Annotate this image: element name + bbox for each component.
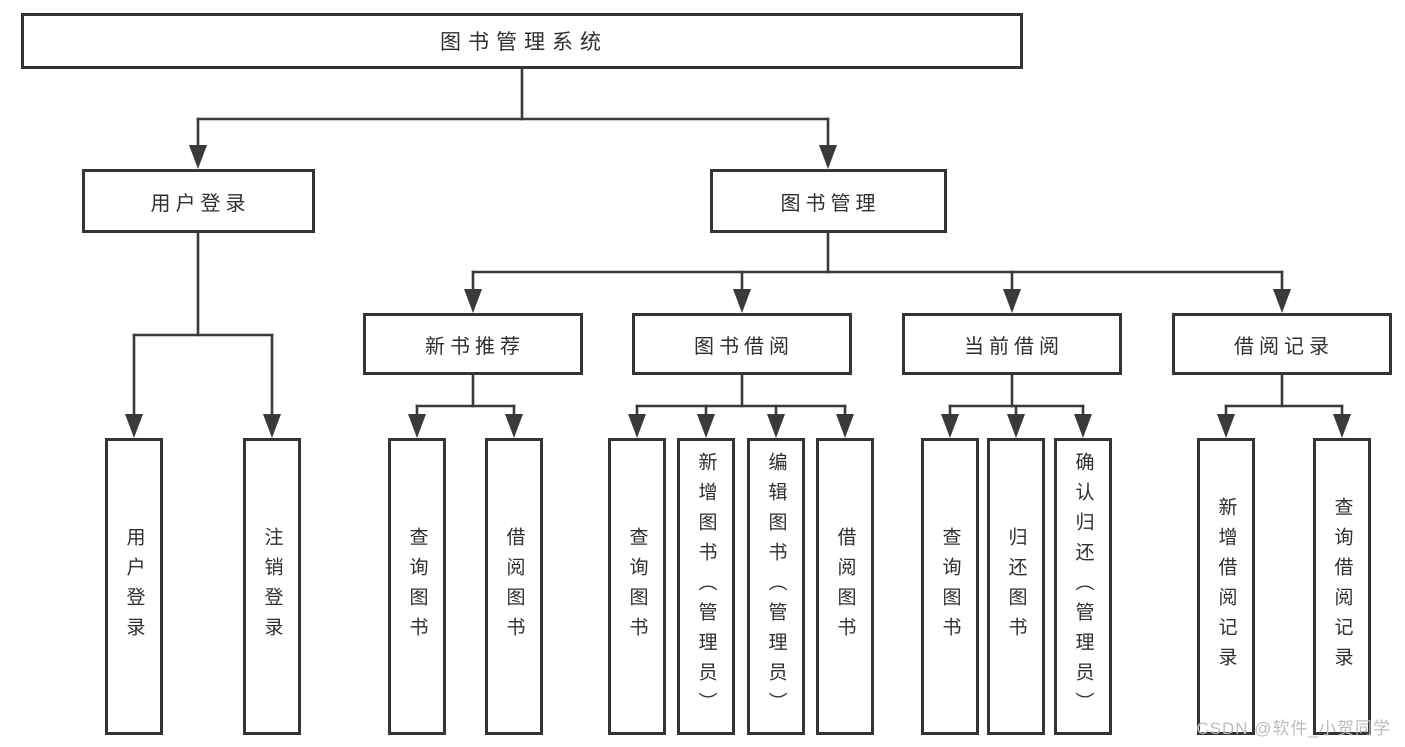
node-borrow-records: 借阅记录 xyxy=(1172,313,1392,375)
node-label: 注销登录 xyxy=(261,526,283,647)
node-label: 确认归还（管理员） xyxy=(1072,451,1094,722)
node-current-borrow: 当前借阅 xyxy=(902,313,1122,375)
leaf-query-books-2: 查询图书 xyxy=(608,438,666,735)
node-label: 新增图书（管理员） xyxy=(695,451,717,722)
leaf-logout: 注销登录 xyxy=(243,438,301,735)
arrowheads xyxy=(125,145,1351,438)
leaf-query-books-1: 查询图书 xyxy=(388,438,446,735)
leaf-confirm-return-admin: 确认归还（管理员） xyxy=(1054,438,1112,735)
node-label: 用户登录 xyxy=(150,192,251,215)
node-label: 借阅记录 xyxy=(1234,335,1334,358)
node-label: 编辑图书（管理员） xyxy=(765,451,787,722)
node-label: 用户登录 xyxy=(123,526,145,647)
node-label: 图书管理系统 xyxy=(440,31,608,54)
node-label: 查询借阅记录 xyxy=(1331,496,1353,677)
leaf-add-borrow-record: 新增借阅记录 xyxy=(1197,438,1255,735)
leaf-user-login: 用户登录 xyxy=(105,438,163,735)
node-label: 查询图书 xyxy=(406,526,428,647)
node-library-management-system: 图书管理系统 xyxy=(21,13,1023,69)
leaf-edit-books-admin: 编辑图书（管理员） xyxy=(747,438,805,735)
node-label: 当前借阅 xyxy=(964,335,1064,358)
node-label: 查询图书 xyxy=(939,526,961,647)
leaf-borrow-books-2: 借阅图书 xyxy=(816,438,874,735)
leaf-query-borrow-record: 查询借阅记录 xyxy=(1313,438,1371,735)
node-label: 查询图书 xyxy=(626,526,648,647)
leaf-add-books-admin: 新增图书（管理员） xyxy=(677,438,735,735)
node-label: 新书推荐 xyxy=(425,335,525,358)
node-label: 借阅图书 xyxy=(834,526,856,647)
node-new-book-recommend: 新书推荐 xyxy=(363,313,583,375)
node-label: 图书借阅 xyxy=(694,335,794,358)
node-user-login: 用户登录 xyxy=(82,169,315,233)
watermark: CSDN @软件_小贺同学 xyxy=(1196,719,1391,738)
node-label: 新增借阅记录 xyxy=(1215,496,1237,677)
node-book-management: 图书管理 xyxy=(710,169,947,233)
leaf-return-books: 归还图书 xyxy=(987,438,1045,735)
node-label: 借阅图书 xyxy=(503,526,525,647)
node-book-borrow: 图书借阅 xyxy=(632,313,852,375)
leaf-query-books-3: 查询图书 xyxy=(921,438,979,735)
leaf-borrow-books-1: 借阅图书 xyxy=(485,438,543,735)
node-label: 归还图书 xyxy=(1005,526,1027,647)
node-label: 图书管理 xyxy=(780,192,881,215)
